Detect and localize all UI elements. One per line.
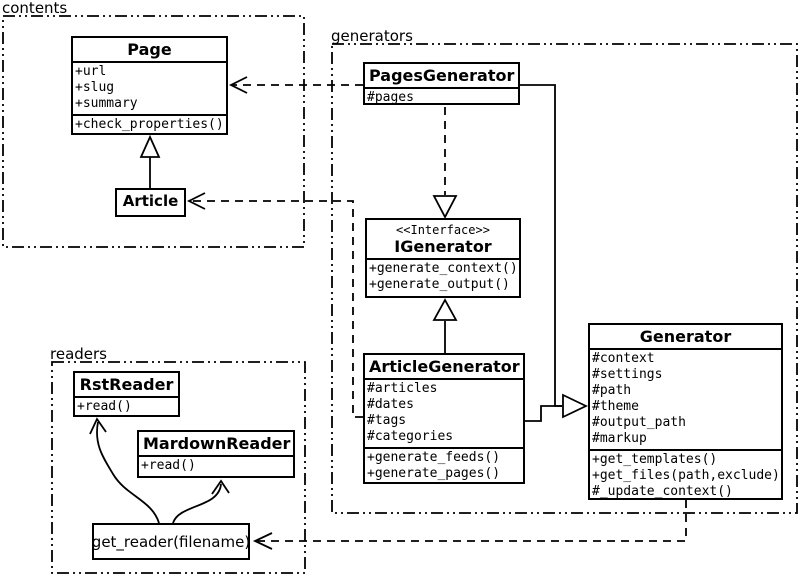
generalization-line-articlegenerator-generator [525,405,562,422]
class-generator: Generator #context #settings #path #them… [588,323,783,500]
package-label-contents: contents [2,0,68,17]
attribute: #output_path [592,415,686,430]
generalization-arrowhead-articlegenerator-igenerator [432,298,458,321]
class-igenerator-name: IGenerator [394,237,492,256]
attribute: #settings [592,367,663,382]
generalization-arrowhead-article-page [139,134,161,158]
node-get-reader-label: get_reader(filename) [91,532,251,551]
class-mardownreader-title: MardownReader [143,434,291,453]
class-generator-methods: +get_templates() +get_files(path,exclude… [590,449,781,502]
class-generator-attributes: #context #settings #path #theme #output_… [590,348,781,449]
attribute: #theme [592,399,639,414]
class-rstreader-methods: +read() [75,396,178,417]
arrow-line-getreader-rstreader [96,421,160,524]
method: +check_properties() [75,117,224,132]
class-page-attributes: +url +slug +summary [73,61,226,114]
method: +get_templates() [592,452,718,467]
attribute: #markup [592,431,647,446]
attribute: #categories [367,429,454,444]
attribute: +slug [75,80,115,95]
class-igenerator-title: <<Interface>> IGenerator [367,220,519,258]
attribute: #pages [367,90,414,105]
class-pagesgenerator-title: PagesGenerator [369,66,515,85]
arrowhead-rstreader [89,417,107,435]
dependency-arrowhead-page [228,76,248,94]
class-pagesgenerator-attributes: #pages [365,87,518,108]
dependency-line-articlegenerator-article [191,200,363,418]
class-mardownreader: MardownReader +read() [137,430,295,478]
method: +read() [141,458,196,473]
node-get-reader: get_reader(filename) [92,523,250,560]
attribute: #articles [367,381,438,396]
class-articlegenerator: ArticleGenerator #articles #dates #tags … [363,353,525,484]
realization-arrowhead-pagesgenerator-igenerator [432,195,458,219]
attribute: #tags [367,413,407,428]
dependency-arrowhead-getreader [252,532,273,550]
class-rstreader-title: RstReader [79,375,174,394]
dependency-line-generator-getreader [257,500,687,542]
class-page-title: Page [127,40,172,59]
class-mardownreader-methods: +read() [139,455,293,476]
interface-stereotype: <<Interface>> [396,223,490,237]
arrow-line-getreader-mardownreader [172,483,222,524]
attribute: #context [592,351,655,366]
class-igenerator: <<Interface>> IGenerator +generate_conte… [365,218,521,298]
class-igenerator-methods: +generate_context() +generate_output() [367,258,519,295]
class-article: Article [115,188,186,217]
attribute: #path [592,383,632,398]
package-border-generators [331,43,798,514]
class-page: Page +url +slug +summary +check_properti… [71,36,228,135]
class-page-methods: +check_properties() [73,114,226,135]
method: +generate_feeds() [367,450,501,465]
package-label-readers: readers [50,345,107,363]
method: +get_files(path,exclude) [592,468,780,483]
attribute: +summary [75,96,138,111]
class-articlegenerator-title: ArticleGenerator [369,357,520,376]
method: +generate_output() [369,277,510,292]
dependency-arrowhead-article [186,192,206,210]
method: +generate_context() [369,261,518,276]
package-border-readers [51,361,306,574]
method: #_update_context() [592,484,733,499]
attribute: +url [75,64,107,79]
method: +read() [77,399,132,414]
class-rstreader: RstReader +read() [73,371,180,417]
class-articlegenerator-methods: +generate_feeds() +generate_pages() [365,447,523,484]
class-generator-title: Generator [639,327,732,346]
arrowhead-mardownreader [211,479,230,495]
class-article-title: Article [122,192,179,210]
class-pagesgenerator: PagesGenerator #pages [363,62,520,105]
attribute: #dates [367,397,414,412]
package-border-contents [2,15,305,248]
generalization-arrowhead-generator [562,393,589,419]
class-articlegenerator-attributes: #articles #dates #tags #categories [365,378,523,447]
method: +generate_pages() [367,466,501,481]
package-label-generators: generators [331,27,413,45]
generalization-line-pagesgenerator-generator [520,84,562,407]
